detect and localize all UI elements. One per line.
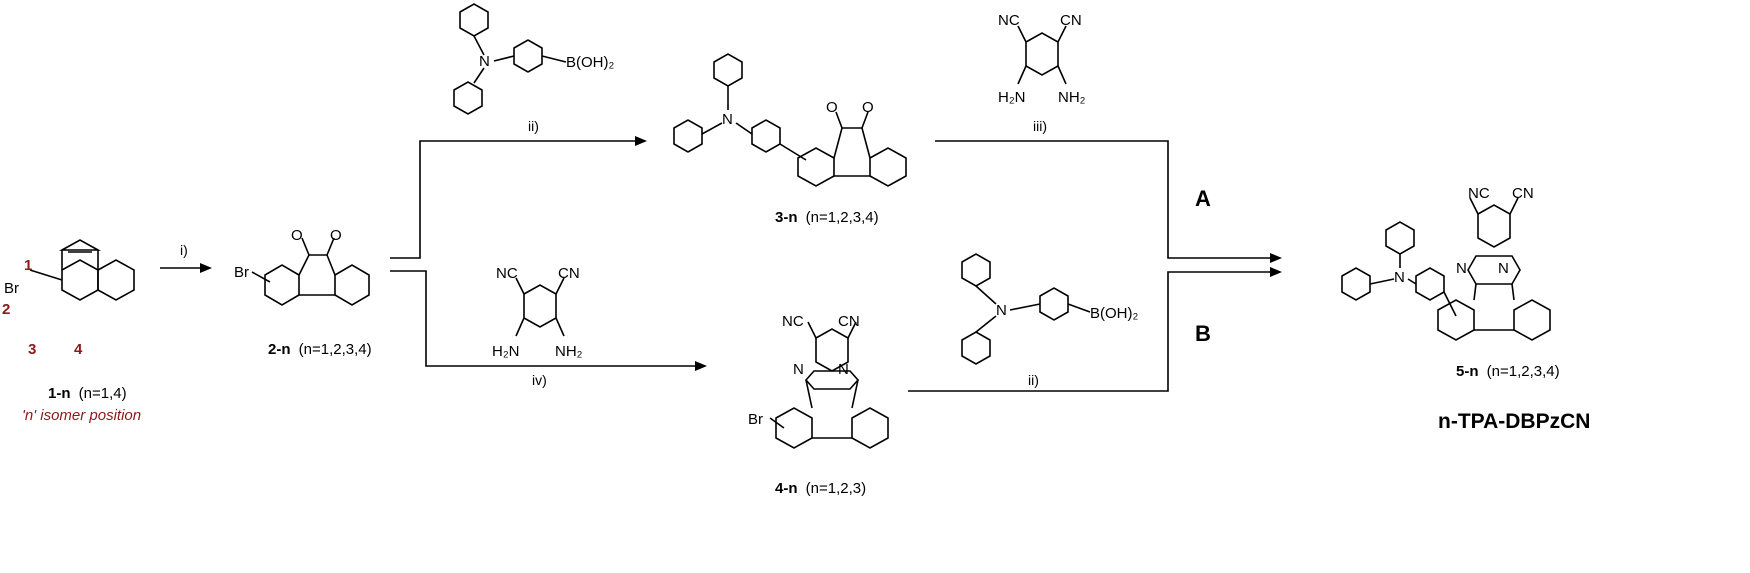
compound-3-label: 3-n (n=1,2,3,4) bbox=[775, 209, 879, 226]
amine-label-right: NH₂ bbox=[1058, 89, 1086, 106]
condition-step-1: i) bbox=[180, 242, 188, 258]
reagent-diamino-dicyanobenzene-top: NC CN H₂N NH₂ bbox=[998, 12, 1086, 106]
nitrile-label-right: CN bbox=[838, 313, 860, 330]
route-a-label: A bbox=[1195, 186, 1211, 211]
branch-path-top bbox=[390, 140, 640, 259]
compound-5-label: 5-n (n=1,2,3,4) bbox=[1456, 363, 1560, 380]
reagent-diamino-dicyanobenzene-bottom: NC CN H₂N NH₂ bbox=[492, 265, 583, 360]
nitrile-label-right: CN bbox=[1512, 185, 1534, 202]
route-a-arrowhead bbox=[1270, 253, 1282, 263]
route-a-path bbox=[935, 140, 1275, 259]
boronic-acid-label: B(OH)₂ bbox=[566, 54, 614, 71]
reagent-tpa-boronic-acid-bottom: N B(OH)₂ bbox=[961, 253, 1138, 365]
compound-5-structure: NC CN N N N bbox=[1341, 185, 1551, 341]
arrow-step-1-head bbox=[200, 263, 212, 273]
nitrile-label-left: NC bbox=[782, 313, 804, 330]
compound-4-structure: NC CN N N Br bbox=[748, 313, 889, 449]
bromo-substituent-label: Br bbox=[234, 264, 249, 281]
condition-step-2-bottom: iv) bbox=[532, 372, 547, 388]
pyrazine-nitrogen-1: N bbox=[793, 361, 804, 378]
compound-4-label: 4-n (n=1,2,3) bbox=[775, 480, 866, 497]
pyrazine-nitrogen-2: N bbox=[838, 361, 849, 378]
branch-path-bottom bbox=[390, 270, 700, 367]
amine-label-left: H₂N bbox=[492, 343, 520, 360]
carbonyl-oxygen-1: O bbox=[291, 227, 303, 244]
nitrile-label-right: CN bbox=[558, 265, 580, 282]
amine-label-left: H₂N bbox=[998, 89, 1026, 106]
isomer-position-note: 'n' isomer position bbox=[22, 407, 141, 424]
compound-1-structure: Br 1 2 3 4 bbox=[2, 239, 135, 358]
condition-step-3-top: iii) bbox=[1033, 118, 1047, 134]
position-number-4: 4 bbox=[74, 341, 83, 358]
condition-step-3-bottom: ii) bbox=[1028, 372, 1039, 388]
nitrile-label-left: NC bbox=[496, 265, 518, 282]
compound-2-structure: O O Br bbox=[234, 227, 370, 306]
condition-step-2-top: ii) bbox=[528, 118, 539, 134]
arrow-step-2-bottom-head bbox=[695, 361, 707, 371]
compound-3-structure: N O O bbox=[673, 53, 907, 187]
carbonyl-oxygen-1: O bbox=[826, 99, 838, 116]
boronic-acid-label: B(OH)₂ bbox=[1090, 305, 1138, 322]
carbonyl-oxygen-2: O bbox=[330, 227, 342, 244]
amine-label-right: NH₂ bbox=[555, 343, 583, 360]
nitrile-label-left: NC bbox=[1468, 185, 1490, 202]
bromo-substituent-label: Br bbox=[4, 280, 19, 297]
pyrazine-nitrogen-2: N bbox=[1498, 260, 1509, 277]
reagent-tpa-boronic-acid-top: N B(OH)₂ bbox=[453, 3, 614, 115]
route-b-label: B bbox=[1195, 321, 1211, 346]
position-number-1: 1 bbox=[24, 257, 32, 274]
position-number-3: 3 bbox=[28, 341, 36, 358]
compound-1-label: 1-n (n=1,4) bbox=[48, 385, 127, 402]
nitrile-label-right: CN bbox=[1060, 12, 1082, 29]
bromo-substituent-label: Br bbox=[748, 411, 763, 428]
route-b-arrowhead bbox=[1270, 267, 1282, 277]
amine-nitrogen: N bbox=[996, 302, 1007, 319]
compound-2-label: 2-n (n=1,2,3,4) bbox=[268, 341, 372, 358]
amine-nitrogen: N bbox=[722, 111, 733, 128]
route-b-path bbox=[908, 271, 1275, 392]
nitrile-label-left: NC bbox=[998, 12, 1020, 29]
amine-nitrogen: N bbox=[1394, 269, 1405, 286]
carbonyl-oxygen-2: O bbox=[862, 99, 874, 116]
pyrazine-nitrogen-1: N bbox=[1456, 260, 1467, 277]
arrow-step-2-top-head bbox=[635, 136, 647, 146]
amine-nitrogen: N bbox=[479, 53, 490, 70]
position-number-2: 2 bbox=[2, 301, 10, 318]
product-name: n-TPA-DBPzCN bbox=[1438, 410, 1590, 433]
